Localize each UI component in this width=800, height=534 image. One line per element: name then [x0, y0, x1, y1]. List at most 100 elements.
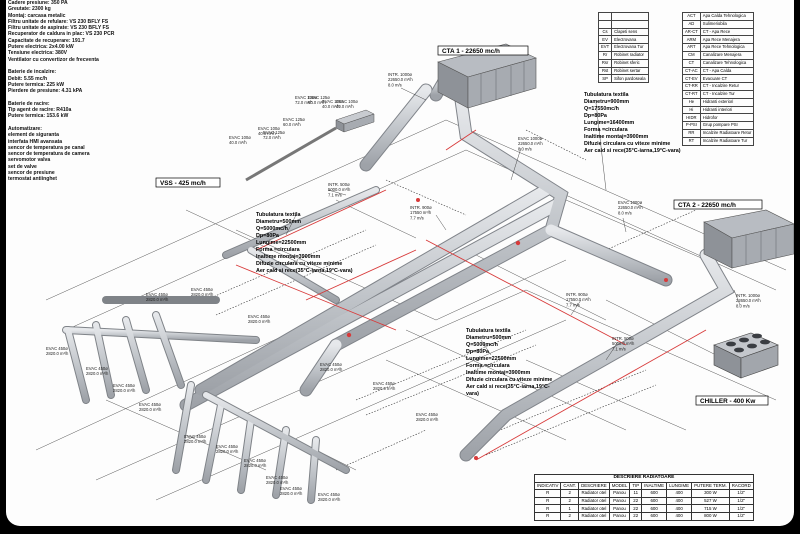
legend-description: Clapeti sens [611, 27, 649, 37]
branch-ducts [62, 186, 380, 504]
legend-code: CT-EV [682, 74, 701, 84]
spec-line: Ventilator cu convertizor de frecventa [8, 56, 99, 63]
duct-label-evac125b: 60.0 m³/h [283, 122, 301, 127]
svg-text:Lungime=22500mm: Lungime=22500mm [256, 240, 306, 246]
radiator-cell: 300 W [691, 489, 730, 498]
duct-label-evac100d: 40.0 m³/h [336, 104, 354, 109]
svg-text:Dp=80Pa: Dp=80Pa [256, 233, 280, 239]
svg-text:Difuzie circulara cu viteze mi: Difuzie circulara cu viteze minime [256, 261, 342, 267]
legend-description: Evacuare CT [699, 74, 755, 84]
radiator-cell: Panou [608, 496, 631, 506]
duct-label-evac125a: 72.0 m³/h [263, 135, 281, 140]
cta2-label: CTA 2 - 22650 mc/h [678, 202, 736, 209]
duct-label-evac100c: 40.0 m³/h [322, 104, 340, 109]
spec-line: Baterie de incalzire: [8, 69, 57, 76]
radiator-column-header: RACORD [728, 481, 754, 491]
note-textile-500-a: Tubulatura textila Diametru=500mm Q=5000… [256, 212, 353, 274]
svg-text:Aer cald si rece(35°C-iarna,19: Aer cald si rece(35°C-iarna,19°C-vara) [584, 148, 681, 154]
duct-label-evac450e: EVAC 450ø [86, 366, 108, 371]
spec-line: Baterie de racire: [8, 100, 50, 107]
legend-code: CT-RR [682, 82, 701, 91]
duct-label-intr500: 5000.0 m³/h [328, 187, 351, 192]
legend-code: AD [682, 19, 701, 29]
duct-label-evac450g: EVAC 450ø [139, 402, 161, 407]
legend-description: CT - Apa Calda [699, 66, 755, 76]
duct-label-evac125c: 72.0 m³/h [295, 100, 313, 105]
duct-label-evac450k: 2820.0 m³/h [280, 491, 303, 496]
legend-code: RT [682, 136, 701, 146]
radiator-table-caption: DESCRIERE RADIATOARE [534, 474, 754, 483]
duct-label-evac450e: 2820.0 m³/h [86, 371, 109, 376]
vss-unit [245, 109, 375, 182]
legend-code: CT-RT [682, 89, 701, 99]
duct-label-evac450a: EVAC 450ø [146, 292, 168, 297]
legend-description: CT - Incalzire Tur [699, 89, 755, 99]
duct-label-evac450j: 2820.0 m³/h [244, 463, 267, 468]
legend-description: Canalizare Tehnologica [699, 58, 755, 68]
radiator-column-header: TIP [629, 481, 643, 491]
svg-text:Difuzie circulara cu viteze mi: Difuzie circulara cu viteze minime [584, 141, 670, 147]
duct-label-evac450d: 2820.0 m³/h [46, 351, 69, 356]
duct-label-intr1000b: 22650.0 m³/h [736, 298, 761, 303]
duct-label-intr1: 8.0 m/s [388, 82, 402, 87]
legend-description: Apa Calda Tehnologica [699, 12, 755, 21]
legend-description [611, 19, 649, 29]
duct-label-evac125a: EVAC 125ø [263, 130, 285, 135]
duct-label-evac450c: EVAC 450ø [248, 314, 270, 319]
legend-code: ARM [682, 35, 701, 45]
legend-description: Incalzire Radiatoare Retur [699, 128, 755, 138]
legend-code: HIDR [682, 113, 701, 123]
radiator-cell: 22 [629, 511, 643, 521]
spec-line: termostat antiinghet [8, 176, 57, 183]
legend-code: Rsr [597, 58, 613, 68]
duct-label-evac100d: EVAC 100ø [336, 99, 358, 104]
spec-line: element de siguranta [8, 132, 59, 139]
radiator-cell: 400 [666, 511, 693, 521]
radiator-cell: Panou [608, 489, 631, 498]
radiator-cell: 1/2" [728, 496, 754, 506]
duct-label-intr900a: INTR. 900ø [410, 205, 432, 210]
spec-line: Pierdere de presiune: 4.31 kPA [8, 88, 83, 95]
legend-description: Robinet radiator [611, 50, 649, 60]
radiator-cell: 2 [560, 489, 580, 498]
duct-label-evac450c: 2820.0 m³/h [248, 319, 271, 324]
legend-description: Canalizare Menajera [699, 50, 755, 60]
spec-line: Capacitate de recuperare: 191.7 [8, 37, 85, 44]
duct-label-intr900b: 17550.0 m³/h [566, 297, 591, 302]
legend-description: CT - Apa Rece [699, 27, 755, 37]
note-textile-500-b: Tubulatura textila Diametru=500mm Q=5000… [466, 328, 552, 397]
duct-label-intr1000b: INTR. 1000ø [736, 293, 760, 298]
cta1-label: CTA 1 - 22650 mc/h [442, 48, 500, 55]
radiator-cell: 1/2" [728, 504, 754, 513]
duct-label-evac450o: 2820.0 m³/h [416, 417, 439, 422]
radiator-cell: 22 [629, 496, 643, 506]
legend-description: Sulimeriobila [699, 19, 755, 29]
radiator-column-header: DESCRIERE [578, 481, 610, 491]
duct-label-evac100c: EVAC 100ø [322, 99, 344, 104]
spec-line: Montaj: carcasa metalic [8, 12, 66, 19]
spec-line: servomotor valva [8, 157, 51, 164]
duct-label-intr500: INTR. 500ø [328, 182, 350, 187]
radiator-column-header: INDICATIV [533, 481, 562, 491]
floor-plan-lines [35, 119, 787, 501]
svg-text:Inaltime montaj=3900mm: Inaltime montaj=3900mm [466, 370, 530, 376]
svg-text:Tubulatura textila: Tubulatura textila [466, 328, 512, 334]
spec-line: Tensiune electrica: 380V [8, 50, 68, 57]
